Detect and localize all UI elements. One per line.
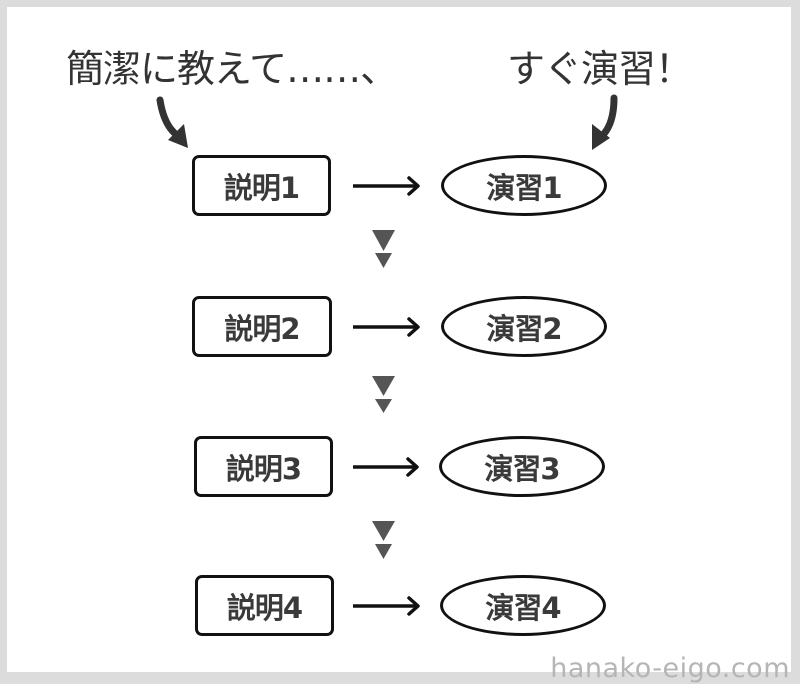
explanation-box-4: 説明4 [195,575,334,636]
practice-pill-4: 演習4 [440,575,606,636]
arrow-right-icon [353,317,420,337]
caption-explain-briefly: 簡潔に教えて……、 [66,47,398,91]
down-triangles-icon [372,521,395,559]
down-triangles-icon [372,376,395,413]
explanation-box-1: 説明1 [192,155,331,216]
explanation-box-2: 説明2 [192,296,332,357]
arrow-right-icon [353,457,419,477]
arrow-right-icon [353,176,420,196]
watermark: hanako-eigo.com [550,653,790,684]
arrow-right-icon [353,596,420,616]
curved-arrow-left-icon [156,96,188,148]
explanation-box-3: 説明3 [194,436,333,497]
practice-pill-3: 演習3 [439,436,605,497]
practice-pill-1: 演習1 [441,155,607,216]
curved-arrow-right-icon [592,94,618,150]
diagram-canvas [7,7,791,672]
down-triangles-icon [372,230,395,268]
practice-pill-2: 演習2 [441,296,607,357]
caption-practice-immediately: すぐ演習！ [507,47,693,91]
